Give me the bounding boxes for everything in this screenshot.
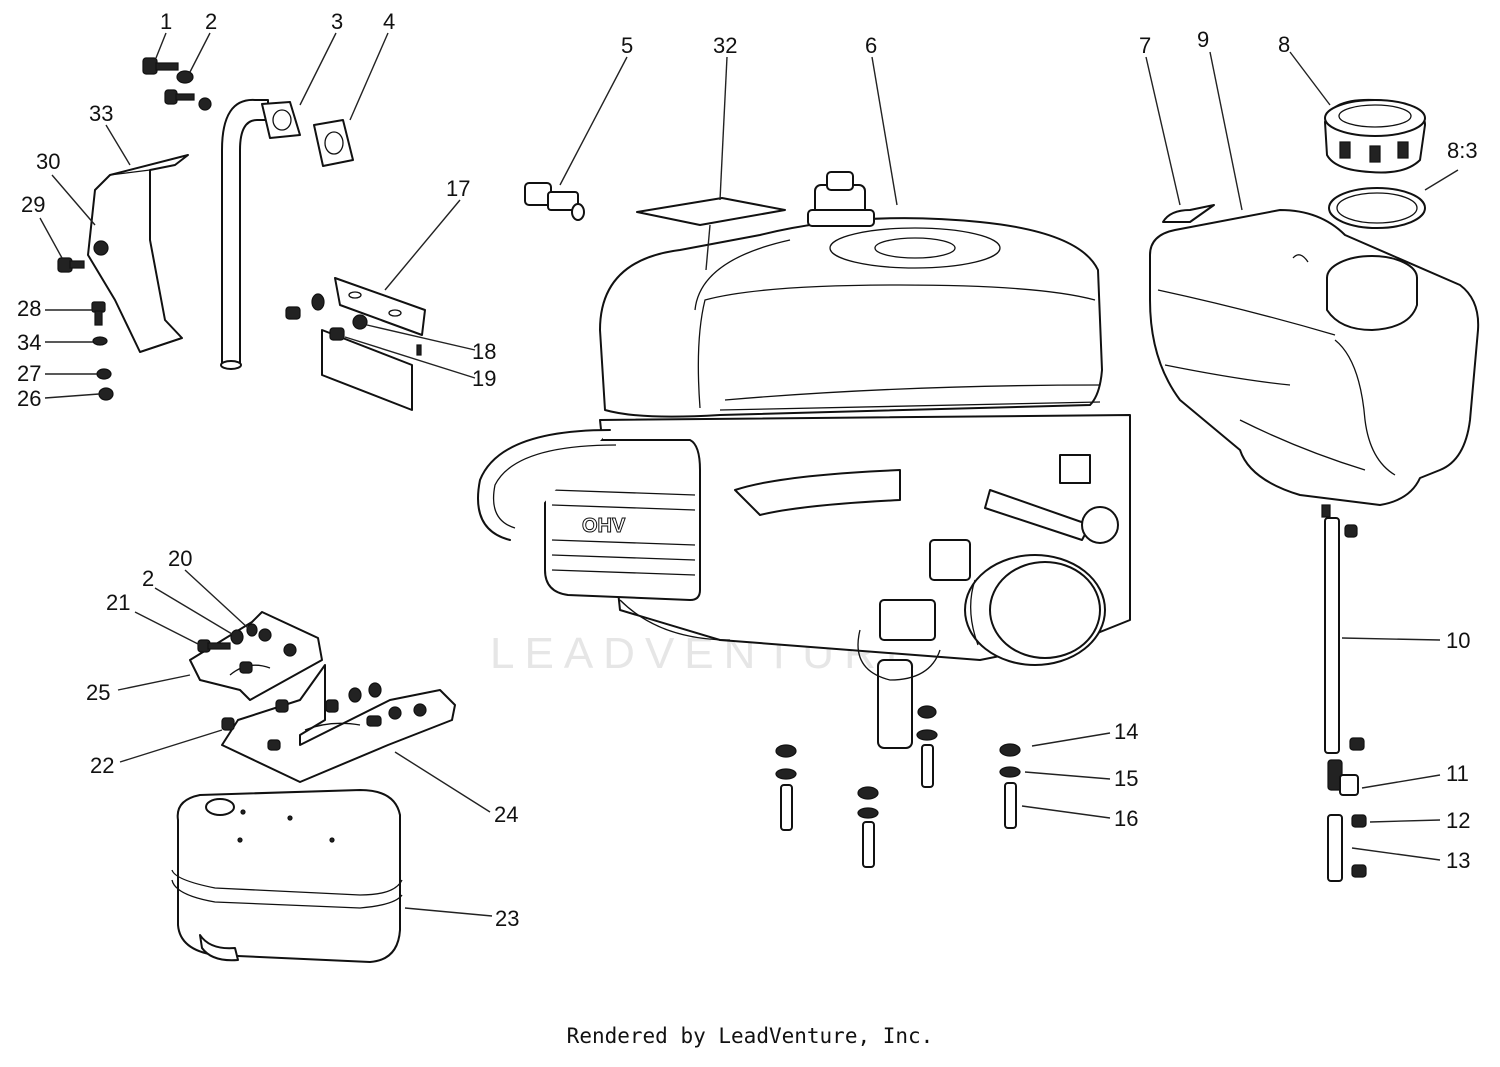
callout-2b: 2	[142, 566, 154, 591]
rendered-by-footer: Rendered by LeadVenture, Inc.	[566, 1024, 934, 1048]
callout-8-3: 8:3	[1447, 138, 1478, 163]
exhaust-gasket-4	[313, 119, 354, 167]
bolt-28	[91, 301, 106, 326]
exhaust-pipe	[220, 98, 269, 370]
bolt-16	[1004, 782, 1017, 829]
bolt-1	[142, 57, 179, 75]
decal-32	[636, 197, 786, 226]
fuel-fitting-5	[524, 182, 585, 221]
callout-13: 13	[1446, 848, 1470, 873]
tank-clip-7	[1162, 204, 1215, 223]
callout-11: 11	[1446, 761, 1469, 786]
callout-26: 26	[17, 386, 41, 411]
washer-2-top	[164, 70, 212, 111]
callout-20: 20	[168, 546, 192, 571]
callout-15: 15	[1114, 766, 1138, 791]
callout-1: 1	[160, 9, 172, 34]
callout-29: 29	[21, 192, 45, 217]
washer-15	[999, 766, 1021, 778]
muffler-bracket-24	[221, 664, 456, 783]
tank-hook	[1292, 254, 1309, 263]
callout-2: 2	[205, 9, 217, 34]
hose-clamp-12	[1351, 814, 1367, 828]
fuel-line-10	[1321, 504, 1365, 754]
fuel-tank-9	[1149, 209, 1480, 506]
callout-18: 18	[472, 339, 496, 364]
fuel-hose-13	[1327, 814, 1367, 882]
cap-gasket-8-3	[1328, 187, 1426, 229]
callout-23: 23	[495, 906, 519, 931]
lockwasher-27	[96, 368, 112, 380]
callout-12: 12	[1446, 808, 1470, 833]
callout-10: 10	[1446, 628, 1470, 653]
mount-hardware	[775, 705, 1021, 868]
bolt-29	[57, 257, 85, 273]
engine-badge: OHV	[582, 515, 626, 537]
callout-30: 30	[36, 149, 60, 174]
screw-18-19	[285, 293, 422, 356]
fuel-cap-8	[1324, 98, 1426, 174]
callout-8: 8	[1278, 32, 1290, 57]
fuel-filter-11	[1327, 759, 1359, 796]
callout-33: 33	[89, 101, 113, 126]
nut-14	[999, 743, 1021, 757]
nut-26	[98, 387, 114, 401]
callout-25: 25	[86, 680, 110, 705]
exhaust-flange-gasket-3	[261, 101, 301, 139]
callout-4: 4	[383, 9, 395, 34]
callout-14: 14	[1114, 719, 1138, 744]
callout-6: 6	[865, 33, 877, 58]
engine-illustration: OHV	[477, 171, 1131, 749]
callout-22: 22	[90, 753, 114, 778]
callout-21: 21	[106, 590, 130, 615]
callout-34: 34	[17, 330, 41, 355]
callout-32: 32	[713, 33, 737, 58]
washer-34	[92, 336, 108, 346]
callout-17: 17	[446, 176, 470, 201]
leader-lines	[39, 32, 1459, 917]
muffler-bracket-25	[189, 611, 323, 701]
callout-24: 24	[494, 802, 518, 827]
callout-19: 19	[472, 366, 496, 391]
muffler-guard-17	[321, 277, 426, 411]
callout-labels: 1 2 3 4 5 32 6 7 9 8 8:3 33 30 29 17 28 …	[17, 9, 1478, 931]
callout-9: 9	[1197, 27, 1209, 52]
callout-5: 5	[621, 33, 633, 58]
callout-27: 27	[17, 361, 41, 386]
callout-3: 3	[331, 9, 343, 34]
callout-16: 16	[1114, 806, 1138, 831]
callout-7: 7	[1139, 33, 1151, 58]
heat-shield-bracket-33	[87, 154, 189, 353]
muffler-23	[171, 789, 403, 963]
callout-28: 28	[17, 296, 41, 321]
bolt-21-washer-2-20	[197, 623, 258, 674]
